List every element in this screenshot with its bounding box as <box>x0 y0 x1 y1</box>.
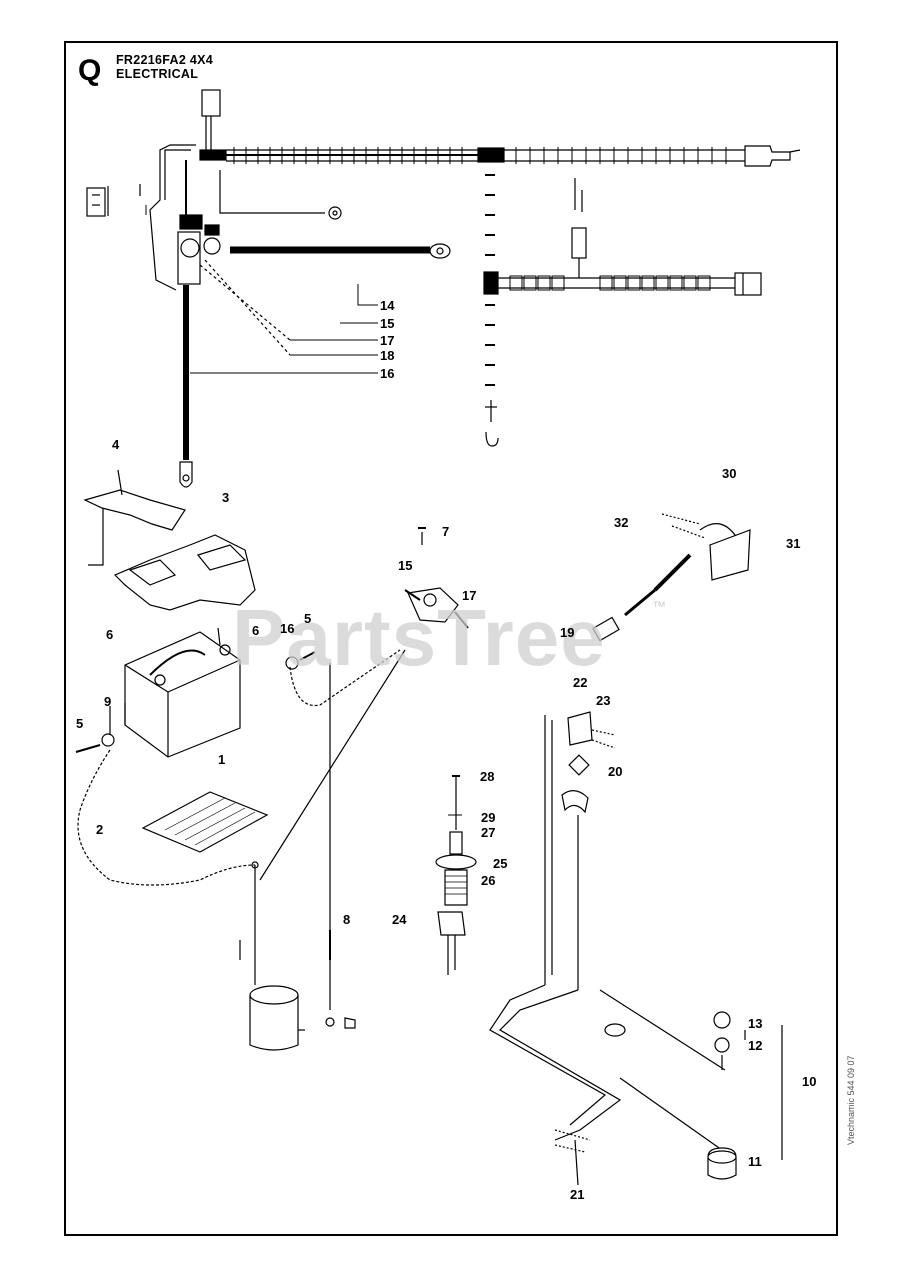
main-wiring-harness <box>199 89 801 447</box>
callout-1: 1 <box>218 752 226 767</box>
callout-22: 22 <box>573 675 588 690</box>
callout-27: 27 <box>481 825 496 840</box>
callout-6-right: 6 <box>252 623 260 638</box>
callout-18: 18 <box>380 348 395 363</box>
callout-2: 2 <box>96 822 104 837</box>
callout-3: 3 <box>222 490 230 505</box>
callout-24: 24 <box>392 912 407 927</box>
callout-5-left: 5 <box>76 716 84 731</box>
callout-31: 31 <box>786 536 801 551</box>
model-number: FR2216FA2 4X4 <box>116 53 214 67</box>
seat-switch-group <box>544 711 616 990</box>
callout-6-left: 6 <box>106 627 114 642</box>
callout-4: 4 <box>112 437 120 452</box>
diagram-title: ELECTRICAL <box>116 67 199 81</box>
callout-15: 15 <box>380 316 395 331</box>
callout-11: 11 <box>748 1154 762 1169</box>
diagram-frame <box>64 41 838 1236</box>
lower-harness <box>239 865 783 1186</box>
callout-16-battery: 16 <box>280 621 295 636</box>
solenoid-group <box>259 527 469 1029</box>
callout-9: 9 <box>104 694 112 709</box>
section-letter: Q <box>78 54 102 87</box>
sensor-group <box>592 513 751 642</box>
side-document-code: Vtechnamic 544 09 07 <box>846 1055 856 1145</box>
watermark-logo: PartsTree <box>232 593 606 682</box>
callout-10: 10 <box>802 1074 817 1089</box>
key-switch-group <box>435 775 477 975</box>
callout-7: 7 <box>442 524 450 539</box>
callout-5-top: 5 <box>304 611 312 626</box>
callout-14: 14 <box>380 298 395 313</box>
callout-17-solenoid: 17 <box>462 588 477 603</box>
callout-16: 16 <box>380 366 395 381</box>
callout-23: 23 <box>596 693 611 708</box>
callout-25: 25 <box>493 856 508 871</box>
callout-30: 30 <box>722 466 737 481</box>
callout-26: 26 <box>481 873 496 888</box>
callout-17: 17 <box>380 333 395 348</box>
callout-29: 29 <box>481 810 496 825</box>
callout-32: 32 <box>614 515 629 530</box>
battery-group <box>75 469 401 886</box>
callout-8: 8 <box>343 912 351 927</box>
callout-19: 19 <box>560 625 575 640</box>
callout-20: 20 <box>608 764 623 779</box>
battery-cable-harness <box>86 144 451 488</box>
callout-12: 12 <box>748 1038 763 1053</box>
callout-15-solenoid: 15 <box>398 558 413 573</box>
watermark-trademark: ™ <box>652 598 666 614</box>
callout-28: 28 <box>480 769 495 784</box>
callout-13: 13 <box>748 1016 763 1031</box>
top-leader-lines <box>190 284 378 374</box>
callout-21: 21 <box>570 1187 585 1202</box>
